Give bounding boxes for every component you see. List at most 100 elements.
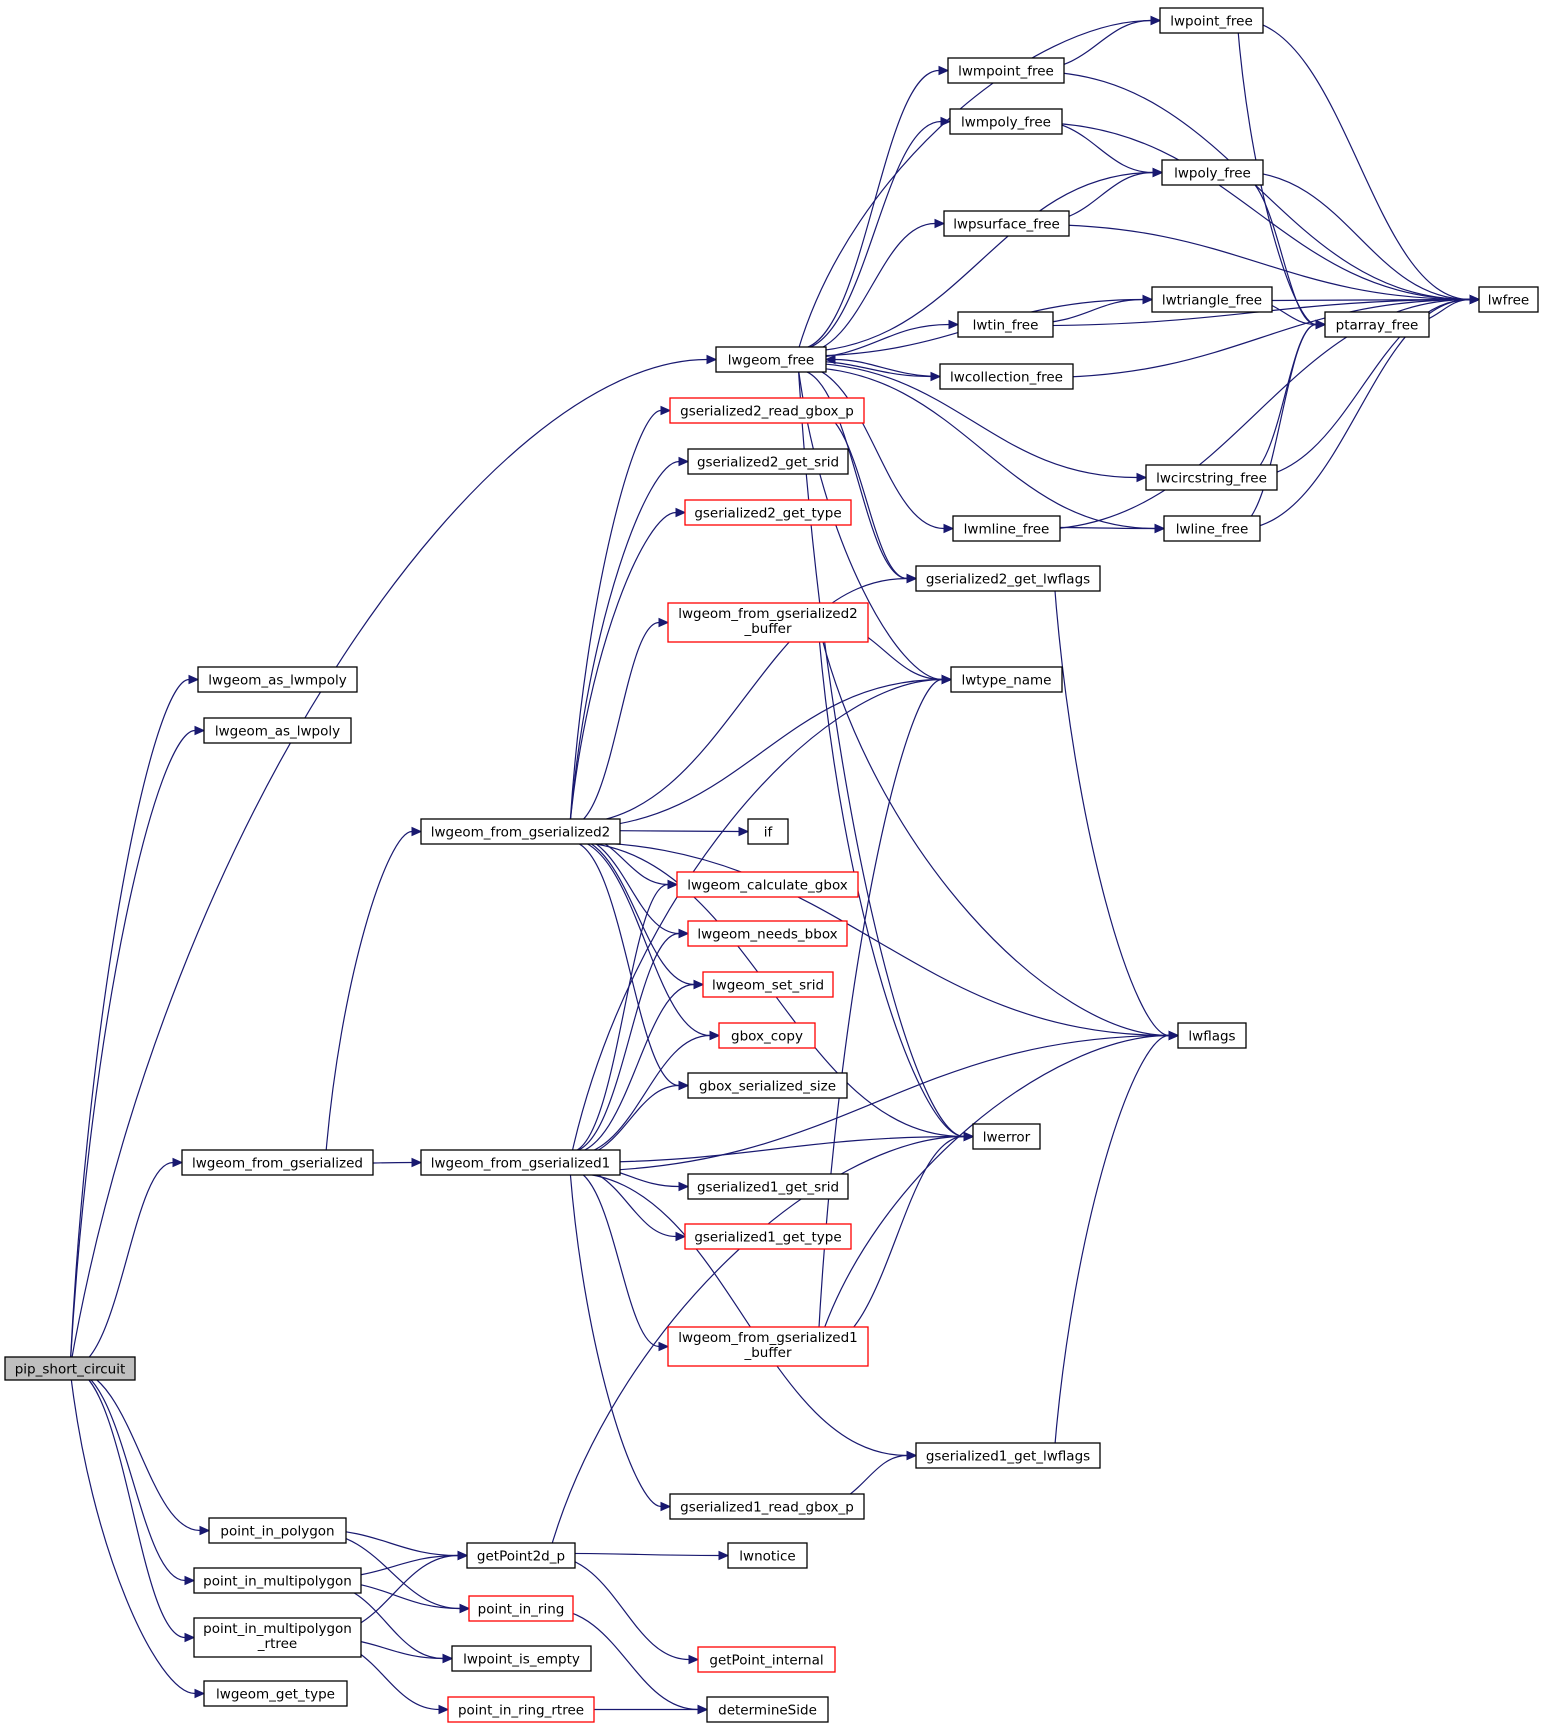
node-gbox-serialized-size[interactable]: gbox_serialized_size bbox=[687, 1072, 848, 1099]
arrowhead-icon bbox=[1150, 15, 1162, 26]
node-gserialized2-get-lwflags[interactable]: gserialized2_get_lwflags bbox=[915, 565, 1101, 592]
node-lwgeom-from-gserialized[interactable]: lwgeom_from_gserialized bbox=[181, 1149, 374, 1176]
node-label: determineSide bbox=[718, 1703, 817, 1719]
arrowhead-icon bbox=[194, 1688, 206, 1699]
arrowhead-icon bbox=[1142, 294, 1154, 305]
node-label: lwpoly_free bbox=[1174, 166, 1251, 182]
arrowhead-icon bbox=[442, 1653, 454, 1664]
node-point-in-multipolygon[interactable]: point_in_multipolygon bbox=[193, 1567, 362, 1594]
node-lwpoly-free[interactable]: lwpoly_free bbox=[1161, 159, 1264, 186]
call-edge-lwgeom_from_gserialized1-to-gserialized1_get_lwflags bbox=[570, 1172, 918, 1461]
node-lwmpoint-free[interactable]: lwmpoint_free bbox=[947, 57, 1065, 84]
node-determineSide[interactable]: determineSide bbox=[706, 1696, 829, 1723]
node-point-in-ring[interactable]: point_in_ring bbox=[468, 1595, 574, 1622]
node-if[interactable]: if bbox=[747, 818, 789, 845]
node-lwerror[interactable]: lwerror bbox=[972, 1123, 1041, 1150]
arrowhead-icon bbox=[940, 116, 952, 127]
node-gserialized1-get-srid[interactable]: gserialized1_get_srid bbox=[687, 1173, 849, 1200]
call-edge-pip_short_circuit-to-lwgeom_get_type bbox=[69, 1368, 206, 1699]
call-edge-pip_short_circuit-to-lwgeom_as_lwmpoly bbox=[69, 674, 200, 1369]
arrowhead-icon bbox=[938, 65, 950, 76]
node-point-in-multipolygon-rtree[interactable]: point_in_multipolygon_rtree bbox=[193, 1617, 362, 1658]
call-edge-lwgeom_from_gserialized1-to-lwgeom_needs_bbox bbox=[570, 928, 690, 1153]
node-lwgeom-get-type[interactable]: lwgeom_get_type bbox=[203, 1680, 348, 1707]
node-label: pip_short_circuit bbox=[15, 1362, 126, 1378]
node-label: lwgeom_calculate_gbox bbox=[687, 878, 848, 894]
node-gserialized1-get-lwflags[interactable]: gserialized1_get_lwflags bbox=[915, 1442, 1101, 1469]
node-label: lwtype_name bbox=[962, 673, 1052, 689]
node-lwpoint-free[interactable]: lwpoint_free bbox=[1159, 7, 1264, 34]
call-edge-lwgeom_from_gserialized1-to-gserialized1_get_type bbox=[570, 1166, 687, 1242]
node-label: gserialized1_get_srid bbox=[697, 1180, 839, 1196]
node-lwcollection-free[interactable]: lwcollection_free bbox=[939, 363, 1074, 390]
node-lwgeom-calculate-gbox[interactable]: lwgeom_calculate_gbox bbox=[676, 871, 859, 898]
node-label: lwgeom_from_gserialized2 bbox=[431, 825, 611, 841]
arrowhead-icon bbox=[1315, 319, 1327, 330]
node-lwtin-free[interactable]: lwtin_free bbox=[957, 311, 1054, 338]
call-edge-pip_short_circuit-to-lwgeom_as_lwpoly bbox=[69, 725, 206, 1369]
call-edge-pip_short_circuit-to-point_in_multipolygon_rtree bbox=[69, 1367, 196, 1643]
arrowhead-icon bbox=[1136, 472, 1148, 483]
node-lwgeom-from-gserialized2-buffer[interactable]: lwgeom_from_gserialized2_buffer bbox=[667, 602, 869, 643]
arrowhead-icon bbox=[675, 1231, 687, 1242]
arrowhead-icon bbox=[688, 1654, 700, 1665]
node-lwmpoly-free[interactable]: lwmpoly_free bbox=[949, 108, 1063, 135]
node-lwtype-name[interactable]: lwtype_name bbox=[950, 666, 1063, 693]
node-lwgeom-from-gserialized1-buffer[interactable]: lwgeom_from_gserialized1_buffer bbox=[667, 1326, 869, 1367]
node-gbox-copy[interactable]: gbox_copy bbox=[718, 1022, 816, 1049]
node-label: lwgeom_from_gserialized2 bbox=[678, 606, 858, 622]
call-edge-lwgeom_free-to-lwline_free bbox=[798, 366, 1166, 534]
node-getPoint2d-p[interactable]: getPoint2d_p bbox=[466, 1542, 576, 1569]
arrowhead-icon bbox=[718, 1550, 730, 1561]
node-label: lwmline_free bbox=[964, 522, 1050, 538]
node-gserialized2-get-srid[interactable]: gserialized2_get_srid bbox=[687, 448, 849, 475]
node-label: gserialized1_read_gbox_p bbox=[680, 1500, 854, 1516]
call-edge-gserialized1_get_lwflags-to-lwflags bbox=[1053, 1030, 1180, 1456]
node-ptarray-free[interactable]: ptarray_free bbox=[1324, 311, 1430, 338]
node-lwnotice[interactable]: lwnotice bbox=[727, 1542, 808, 1569]
node-lwpsurface-free[interactable]: lwpsurface_free bbox=[943, 210, 1070, 237]
node-label: gserialized2_get_type bbox=[694, 506, 841, 522]
node-label: _rtree bbox=[257, 1636, 297, 1652]
node-label: lwmpoint_free bbox=[958, 64, 1054, 80]
call-edges bbox=[69, 15, 1481, 1715]
node-gserialized2-get-type[interactable]: gserialized2_get_type bbox=[684, 499, 852, 526]
node-lwline-free[interactable]: lwline_free bbox=[1163, 515, 1261, 542]
call-edge-lwgeom_from_gserialized1-to-lwgeom_calculate_gbox bbox=[570, 879, 679, 1153]
node-lwmline-free[interactable]: lwmline_free bbox=[952, 515, 1061, 542]
arrowhead-icon bbox=[199, 1525, 211, 1536]
node-label: ptarray_free bbox=[1336, 318, 1419, 334]
call-edge-lwline_free-to-lwfree bbox=[1235, 294, 1481, 531]
arrowhead-icon bbox=[906, 1450, 918, 1461]
node-lwpoint-is-empty[interactable]: lwpoint_is_empty bbox=[451, 1645, 592, 1672]
node-pip-short-circuit[interactable]: pip_short_circuit bbox=[4, 1356, 136, 1381]
node-label: lwcollection_free bbox=[950, 370, 1063, 386]
node-getPoint-internal[interactable]: getPoint_internal bbox=[697, 1646, 836, 1673]
node-label: lwpoint_is_empty bbox=[463, 1652, 580, 1668]
node-gserialized2-read-gbox-p[interactable]: gserialized2_read_gbox_p bbox=[669, 397, 865, 424]
node-lwgeom-as-lwmpoly[interactable]: lwgeom_as_lwmpoly bbox=[197, 666, 358, 693]
node-label: gserialized2_get_srid bbox=[697, 455, 839, 471]
node-label: gbox_copy bbox=[731, 1029, 803, 1045]
node-gserialized1-get-type[interactable]: gserialized1_get_type bbox=[684, 1223, 852, 1250]
arrowhead-icon bbox=[1152, 167, 1164, 178]
node-label: point_in_ring_rtree bbox=[458, 1703, 584, 1719]
node-label: gserialized1_get_type bbox=[694, 1230, 841, 1246]
node-lwcircstring-free[interactable]: lwcircstring_free bbox=[1145, 464, 1278, 491]
node-lwtriangle-free[interactable]: lwtriangle_free bbox=[1151, 286, 1273, 313]
node-lwgeom-free[interactable]: lwgeom_free bbox=[715, 346, 827, 373]
node-lwgeom-as-lwpoly[interactable]: lwgeom_as_lwpoly bbox=[203, 717, 352, 744]
node-lwfree[interactable]: lwfree bbox=[1478, 286, 1539, 313]
node-label: lwpsurface_free bbox=[953, 217, 1060, 233]
node-lwflags[interactable]: lwflags bbox=[1177, 1022, 1247, 1049]
node-lwgeom-from-gserialized1[interactable]: lwgeom_from_gserialized1 bbox=[420, 1149, 621, 1176]
node-point-in-ring-rtree[interactable]: point_in_ring_rtree bbox=[447, 1696, 595, 1723]
arrowhead-icon bbox=[667, 879, 679, 890]
arrowhead-icon bbox=[188, 674, 200, 685]
node-lwgeom-needs-bbox[interactable]: lwgeom_needs_bbox bbox=[687, 920, 848, 947]
arrowhead-icon bbox=[709, 1030, 721, 1041]
node-lwgeom-set-srid[interactable]: lwgeom_set_srid bbox=[702, 971, 834, 998]
node-point-in-polygon[interactable]: point_in_polygon bbox=[208, 1517, 347, 1544]
node-lwgeom-from-gserialized2[interactable]: lwgeom_from_gserialized2 bbox=[420, 818, 621, 845]
node-gserialized1-read-gbox-p[interactable]: gserialized1_read_gbox_p bbox=[669, 1493, 865, 1520]
